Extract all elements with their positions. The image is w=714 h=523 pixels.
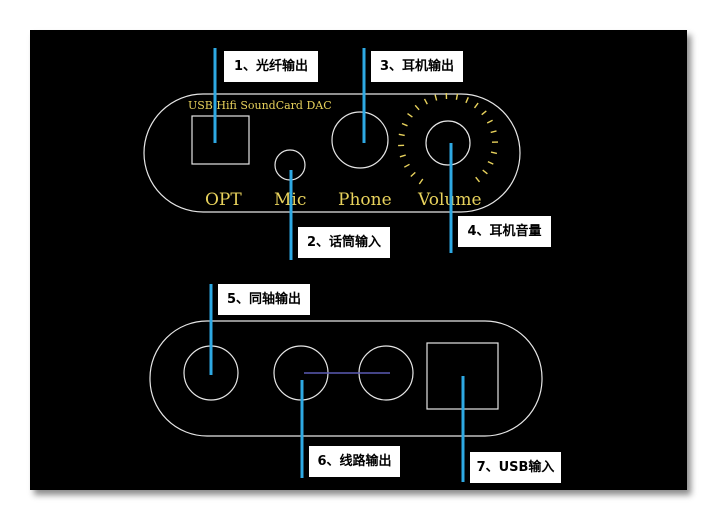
callout-headphone-volume: 4、耳机音量 [458, 216, 551, 247]
callout-optical-out: 1、光纤输出 [224, 51, 318, 82]
volume-tick [407, 113, 413, 118]
volume-tick [414, 104, 420, 111]
device-title: USB Hifi SoundCard DAC [188, 99, 332, 112]
volume-tick [434, 94, 438, 101]
opt-port [191, 115, 250, 165]
bottom-device-outline [149, 320, 543, 437]
volume-tick [487, 160, 494, 165]
volume-tick [473, 102, 479, 109]
volume-tick [481, 110, 487, 116]
volume-tick [403, 163, 410, 168]
phone-jack [331, 111, 389, 169]
top-device-outline [143, 93, 521, 213]
callout-headphone-out: 3、耳机输出 [371, 51, 463, 82]
volume-tick [475, 176, 481, 183]
volume-tick [398, 133, 405, 137]
volume-tick [410, 171, 416, 178]
callout-mic-in: 2、话筒输入 [298, 227, 390, 258]
callout-line-out: 6、线路输出 [309, 446, 400, 477]
volume-tick [423, 98, 428, 105]
volume-tick [401, 122, 408, 127]
callout-coax-out: 5、同轴输出 [218, 284, 310, 315]
diagram-background [30, 30, 687, 490]
phone-label: Phone [338, 190, 392, 210]
opt-label: OPT [205, 190, 242, 210]
volume-scale-ticks [398, 92, 499, 185]
callout-usb-in: 7、USB输入 [470, 452, 561, 483]
volume-tick [465, 97, 469, 104]
volume-tick [455, 93, 459, 100]
volume-tick [418, 178, 424, 185]
volume-label: Volume [417, 190, 482, 210]
volume-tick [399, 154, 406, 158]
volume-tick [490, 130, 497, 134]
volume-tick [490, 151, 498, 155]
volume-tick [486, 119, 493, 124]
volume-tick [482, 169, 488, 175]
volume-knob [425, 120, 471, 166]
